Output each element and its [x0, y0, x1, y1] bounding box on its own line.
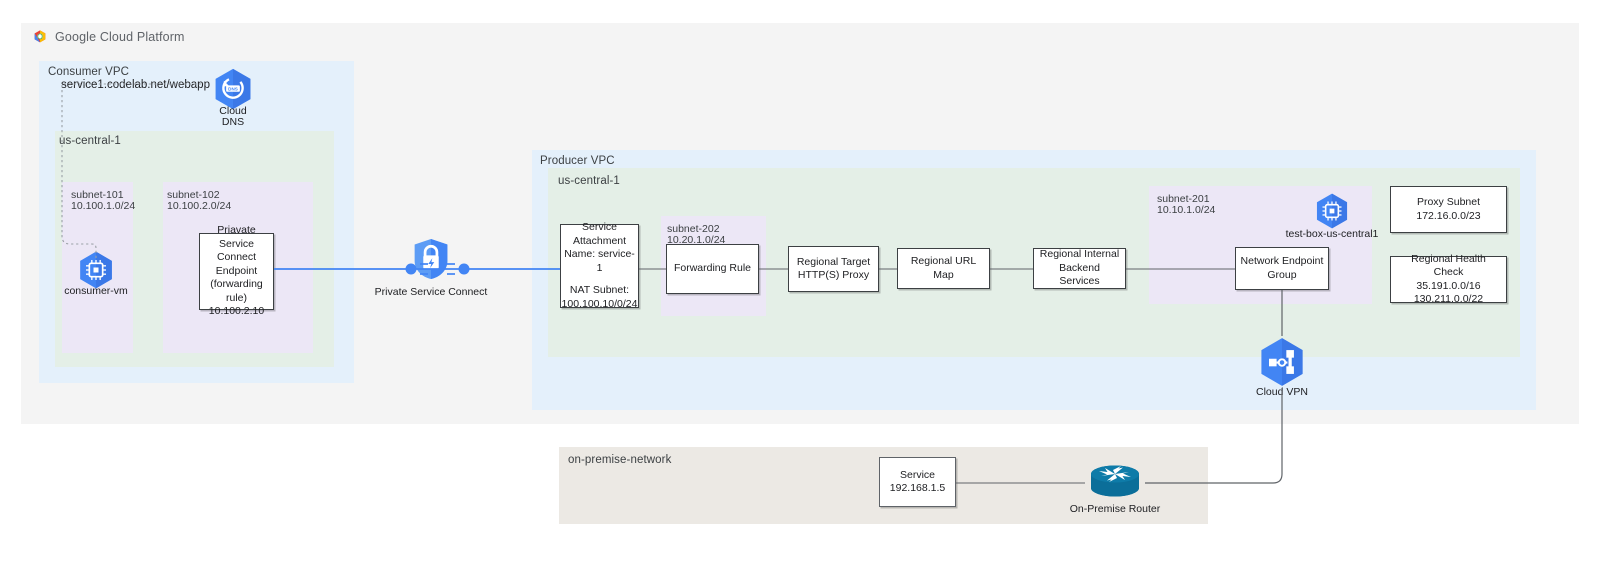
- service-attachment-box[interactable]: Service Attachment Name: service-1 NAT S…: [560, 221, 639, 310]
- subnet-201-cidr: 10.10.1.0/24: [1157, 204, 1216, 216]
- on-premise-router-icon: [1085, 464, 1145, 507]
- private-service-connect-icon: [411, 237, 451, 286]
- psc-endpoint-box[interactable]: Priavate Service Connect Endpoint (forwa…: [199, 224, 274, 317]
- gcp-logo-text: Google Cloud Platform: [55, 30, 185, 44]
- consumer-vpc-label: Consumer VPC: [48, 66, 130, 78]
- psc-endpoint-line1: Priavate Service: [217, 224, 256, 250]
- proxy-subnet-box[interactable]: Proxy Subnet 172.16.0.0/23: [1390, 186, 1507, 233]
- producer-region-label: us-central-1: [558, 175, 620, 187]
- on-premise-service-line2: 192.168.1.5: [889, 482, 946, 494]
- gcp-logo: Google Cloud Platform: [32, 29, 185, 45]
- regional-target-proxy-box[interactable]: Regional Target HTTP(S) Proxy: [788, 246, 879, 292]
- subnet-102-cidr: 10.100.2.0/24: [167, 200, 232, 212]
- proxy-subnet-line2: 172.16.0.0/23: [1416, 209, 1481, 222]
- subnet-201-name: subnet-201: [1157, 193, 1210, 205]
- cloud-dns-caption-line2: DNS: [221, 116, 245, 128]
- subnet-202-cidr: 10.20.1.0/24: [667, 234, 726, 246]
- target-proxy-line1: Regional Target: [796, 255, 871, 268]
- psc-endpoint-line2: Connect Endpoint: [215, 251, 258, 277]
- subnet-202-name: subnet-202: [667, 223, 720, 235]
- on-premise-service-box[interactable]: Service 192.168.1.5: [879, 457, 956, 507]
- regional-health-check-box[interactable]: Regional Health Check 35.191.0.0/16 130.…: [1390, 252, 1507, 305]
- subnet-101-cidr: 10.100.1.0/24: [71, 200, 136, 212]
- consumer-vm-icon: [76, 250, 116, 295]
- service-attachment-line3: Name: service-1: [564, 248, 635, 274]
- cloud-vpn-icon: [1256, 336, 1308, 393]
- dns-record-label: service1.codelab.net/webapp: [61, 79, 210, 91]
- consumer-region-label: us-central-1: [59, 135, 121, 147]
- cloud-dns-icon: DNS: [211, 67, 255, 116]
- consumer-vm-label: consumer-vm: [64, 285, 128, 297]
- cloud-dns-caption-line1: Cloud: [219, 105, 247, 117]
- health-check-line1: Regional Health Check: [1411, 252, 1486, 279]
- psc-endpoint-line3: (forwarding rule): [210, 278, 263, 304]
- on-premise-router-label: On-Premise Router: [1069, 503, 1161, 515]
- url-map-label: Regional URL Map: [910, 255, 977, 281]
- svg-text:DNS: DNS: [228, 86, 238, 91]
- test-box-vm-label: test-box-us-central1: [1285, 228, 1379, 240]
- neg-line2: Group: [1267, 268, 1297, 281]
- psc-endpoint-line4: 10.100.2.10: [208, 305, 265, 318]
- on-premise-service-line1: Service: [899, 468, 935, 481]
- google-cloud-logo-icon: [34, 30, 46, 43]
- regional-backend-services-box[interactable]: Regional Internal Backend Services: [1033, 248, 1126, 289]
- on-premise-network-label: on-premise-network: [568, 454, 672, 466]
- proxy-subnet-line1: Proxy Subnet: [1416, 196, 1481, 208]
- test-box-vm-icon: [1313, 192, 1351, 235]
- producer-vpc-label: Producer VPC: [540, 155, 615, 167]
- forwarding-rule-box[interactable]: Forwarding Rule: [666, 244, 759, 294]
- service-attachment-line2: Attachment: [572, 234, 627, 247]
- private-service-connect-label: Private Service Connect: [374, 286, 488, 298]
- network-endpoint-group-box[interactable]: Network Endpoint Group: [1235, 247, 1329, 290]
- health-check-line3: 130.211.0.0/22: [1413, 293, 1484, 305]
- backend-services-line1: Regional Internal: [1039, 248, 1120, 261]
- backend-services-line2: Backend Services: [1059, 261, 1100, 288]
- cloud-vpn-label: Cloud VPN: [1256, 386, 1308, 398]
- regional-url-map-box[interactable]: Regional URL Map: [897, 248, 990, 289]
- forwarding-rule-label: Forwarding Rule: [673, 262, 752, 275]
- health-check-line2: 35.191.0.0/16: [1416, 279, 1481, 292]
- service-attachment-line5: 100.100.10/0/24: [561, 297, 638, 310]
- target-proxy-line2: HTTP(S) Proxy: [797, 269, 870, 281]
- service-attachment-line4: NAT Subnet:: [569, 284, 630, 296]
- neg-line1: Network Endpoint: [1240, 255, 1324, 267]
- service-attachment-line1: Service: [581, 221, 617, 233]
